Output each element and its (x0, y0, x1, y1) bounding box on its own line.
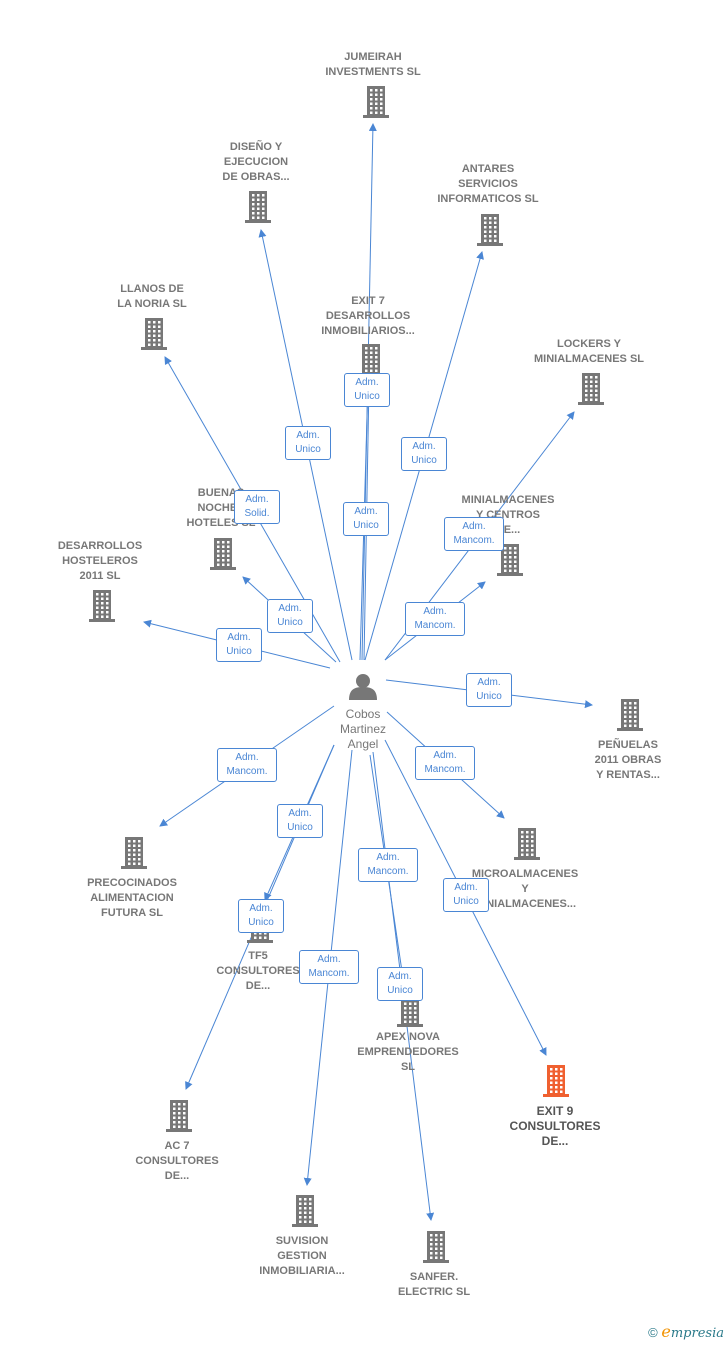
building-icon[interactable] (363, 86, 389, 118)
building-icon[interactable] (423, 1231, 449, 1263)
role-badge-desarrollos[interactable]: Adm. Unico (216, 628, 262, 662)
company-label-sanfer[interactable]: SANFER. ELECTRIC SL (397, 1271, 471, 1298)
company-label-penuelas[interactable]: PEÑUELAS 2011 OBRAS Y RENTAS... (594, 739, 662, 781)
role-badge-precocinados[interactable]: Adm. Mancom. (217, 748, 277, 782)
role-badge-lockers[interactable]: Adm. Mancom. (444, 517, 504, 551)
role-badge-buenas[interactable]: Adm. Unico (267, 599, 313, 633)
company-label-ac7[interactable]: AC 7 CONSULTORES DE... (135, 1140, 219, 1182)
building-icon[interactable] (617, 699, 643, 731)
brand-logo: empresia (661, 1322, 724, 1341)
building-icon[interactable] (397, 995, 423, 1027)
building-icon[interactable] (210, 538, 236, 570)
building-icon[interactable] (292, 1195, 318, 1227)
company-label-exit9[interactable]: EXIT 9 CONSULTORES DE... (509, 1104, 601, 1148)
company-label-tf5[interactable]: TF5 CONSULTORES DE... (216, 950, 300, 992)
company-label-lockers[interactable]: LOCKERS Y MINIALMACENES SL (534, 338, 644, 365)
building-icon[interactable] (514, 828, 540, 860)
company-label-buenas[interactable]: BUENAS NOCHES HOTELES SL (186, 487, 255, 529)
role-badge-suvision[interactable]: Adm. Mancom. (299, 950, 359, 984)
person-name[interactable]: Cobos Martinez Angel (339, 707, 386, 751)
role-badge-diseno[interactable]: Adm. Unico (285, 426, 331, 460)
building-icon[interactable] (141, 318, 167, 350)
role-badge-antares[interactable]: Adm. Unico (401, 437, 447, 471)
role-badge-exit7[interactable]: Adm. Unico (344, 373, 390, 407)
building-icon[interactable] (578, 373, 604, 405)
role-badge-sanfer[interactable]: Adm. Unico (377, 967, 423, 1001)
company-label-desarrollos[interactable]: DESARROLLOS HOSTELEROS 2011 SL (57, 540, 143, 582)
role-badge-apex[interactable]: Adm. Mancom. (358, 848, 418, 882)
role-badge-llanos[interactable]: Adm. Solid. (234, 490, 280, 524)
footer-brand[interactable]: © empresia (648, 1322, 724, 1341)
building-icon[interactable] (543, 1065, 569, 1097)
building-icon[interactable] (358, 344, 384, 376)
role-badge-exit7[interactable]: Adm. Unico (343, 502, 389, 536)
company-label-precocinados[interactable]: PRECOCINADOS ALIMENTACION FUTURA SL (87, 877, 177, 919)
company-label-apex[interactable]: APEX NOVA EMPRENDEDORES SL (357, 1031, 459, 1073)
company-label-antares[interactable]: ANTARES SERVICIOS INFORMATICOS SL (437, 163, 539, 205)
company-label-suvision[interactable]: SUVISION GESTION INMOBILIARIA... (259, 1235, 345, 1277)
role-badge-micro[interactable]: Adm. Mancom. (415, 746, 475, 780)
role-badge-tf5[interactable]: Adm. Unico (277, 804, 323, 838)
copyright-symbol: © (648, 1325, 658, 1340)
nodes-layer (89, 86, 643, 1263)
building-icon[interactable] (121, 837, 147, 869)
building-icon[interactable] (497, 544, 523, 576)
building-icon[interactable] (166, 1100, 192, 1132)
role-badge-exit9[interactable]: Adm. Unico (443, 878, 489, 912)
role-badge-minialm[interactable]: Adm. Mancom. (405, 602, 465, 636)
company-label-diseno[interactable]: DISEÑO Y EJECUCION DE OBRAS... (222, 141, 290, 183)
company-label-llanos[interactable]: LLANOS DE LA NORIA SL (117, 283, 187, 310)
building-icon[interactable] (477, 214, 503, 246)
building-icon[interactable] (245, 191, 271, 223)
company-label-jumeirah[interactable]: JUMEIRAH INVESTMENTS SL (325, 51, 421, 78)
building-icon[interactable] (89, 590, 115, 622)
person-icon[interactable] (349, 674, 377, 700)
company-label-micro[interactable]: MICROALMACENES Y MINIALMACENES... (471, 868, 579, 910)
company-label-exit7[interactable]: EXIT 7 DESARROLLOS INMOBILIARIOS... (321, 295, 415, 337)
role-badge-penuelas[interactable]: Adm. Unico (466, 673, 512, 707)
role-badge-ac7[interactable]: Adm. Unico (238, 899, 284, 933)
